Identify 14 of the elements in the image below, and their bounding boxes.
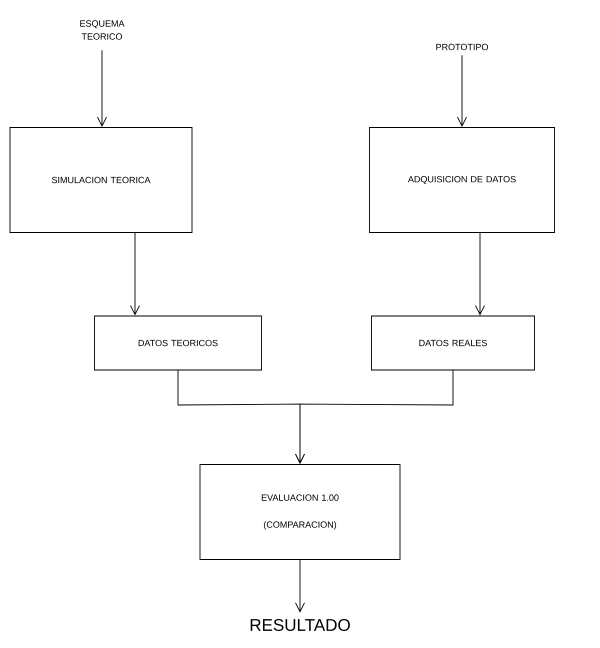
arrow: [295, 560, 305, 613]
label-text: PROTOTIPO: [436, 44, 488, 50]
arrow: [475, 232, 485, 316]
arrow: [97, 50, 107, 128]
arrow: [130, 232, 140, 316]
arrow: [295, 370, 454, 464]
label-text: ESQUEMA TEORICO: [80, 20, 124, 40]
process-box: SIMULACION TEORICA: [10, 127, 192, 233]
process-box: EVALUACION 1.00 (COMPARACION): [200, 464, 400, 560]
process-box: DATOS TEORICOS: [94, 316, 262, 370]
process-box: ADQUISICION DE DATOS: [369, 127, 555, 233]
arrow: [457, 54, 467, 128]
process-box: DATOS REALES: [371, 316, 535, 370]
label-text: RESULTADO: [250, 618, 350, 632]
